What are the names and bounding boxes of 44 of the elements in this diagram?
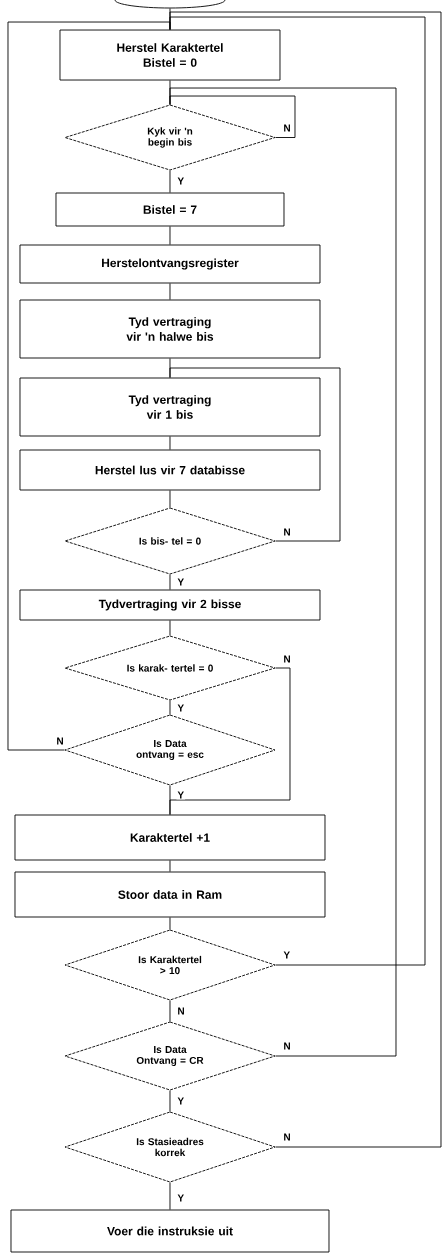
connector-line [169,700,171,715]
edge-label: N [282,1041,292,1051]
process-box: Tyd vertraging vir 'n halwe bis [19,299,321,359]
connector-line [7,21,171,751]
connector-line [169,436,171,450]
connector-line [169,11,442,1148]
connector-line [169,95,296,138]
connector-line [169,87,397,1057]
connector-line [169,490,171,508]
connector-line [169,860,171,872]
connector-line [169,1090,171,1112]
connector-line [169,785,171,815]
process-box: Bistel = 7 [55,192,285,227]
edge-label: N [282,1132,292,1142]
process-box: Tydvertraging vir 2 bisse [19,589,321,621]
process-box: Karaktertel +1 [14,814,326,861]
connector-line [169,574,171,590]
edge-label: N [282,527,292,537]
connector-line [169,1000,171,1022]
process-box: Herstelontvangsregister [19,244,321,284]
process-box: Tyd vertraging vir 1 bis [19,377,321,437]
connector-line [169,226,171,245]
connector-line [169,620,171,636]
process-box: Voer die instruksie uit [10,1209,330,1253]
connector-line [169,170,171,193]
edge-label: N [282,123,292,133]
edge-label: N [55,736,65,746]
edge-label: Y [176,1193,186,1203]
edge-label: Y [176,176,186,186]
edge-label: N [282,654,292,664]
process-box: Herstel lus vir 7 databisse [19,449,321,491]
process-box: Stoor data in Ram [14,871,326,918]
edge-label: Y [176,577,186,587]
edge-label: Y [282,950,292,960]
edge-label: Y [176,1096,186,1106]
edge-label: Y [176,790,186,800]
edge-label: N [176,1006,186,1016]
edge-label: Y [176,703,186,713]
connector-line [169,917,171,930]
connector-line [169,1182,171,1210]
connector-line [169,283,171,300]
process-box: Herstel Karaktertel Bistel = 0 [59,29,281,81]
connector-line [169,367,341,542]
connector-line [169,16,426,966]
